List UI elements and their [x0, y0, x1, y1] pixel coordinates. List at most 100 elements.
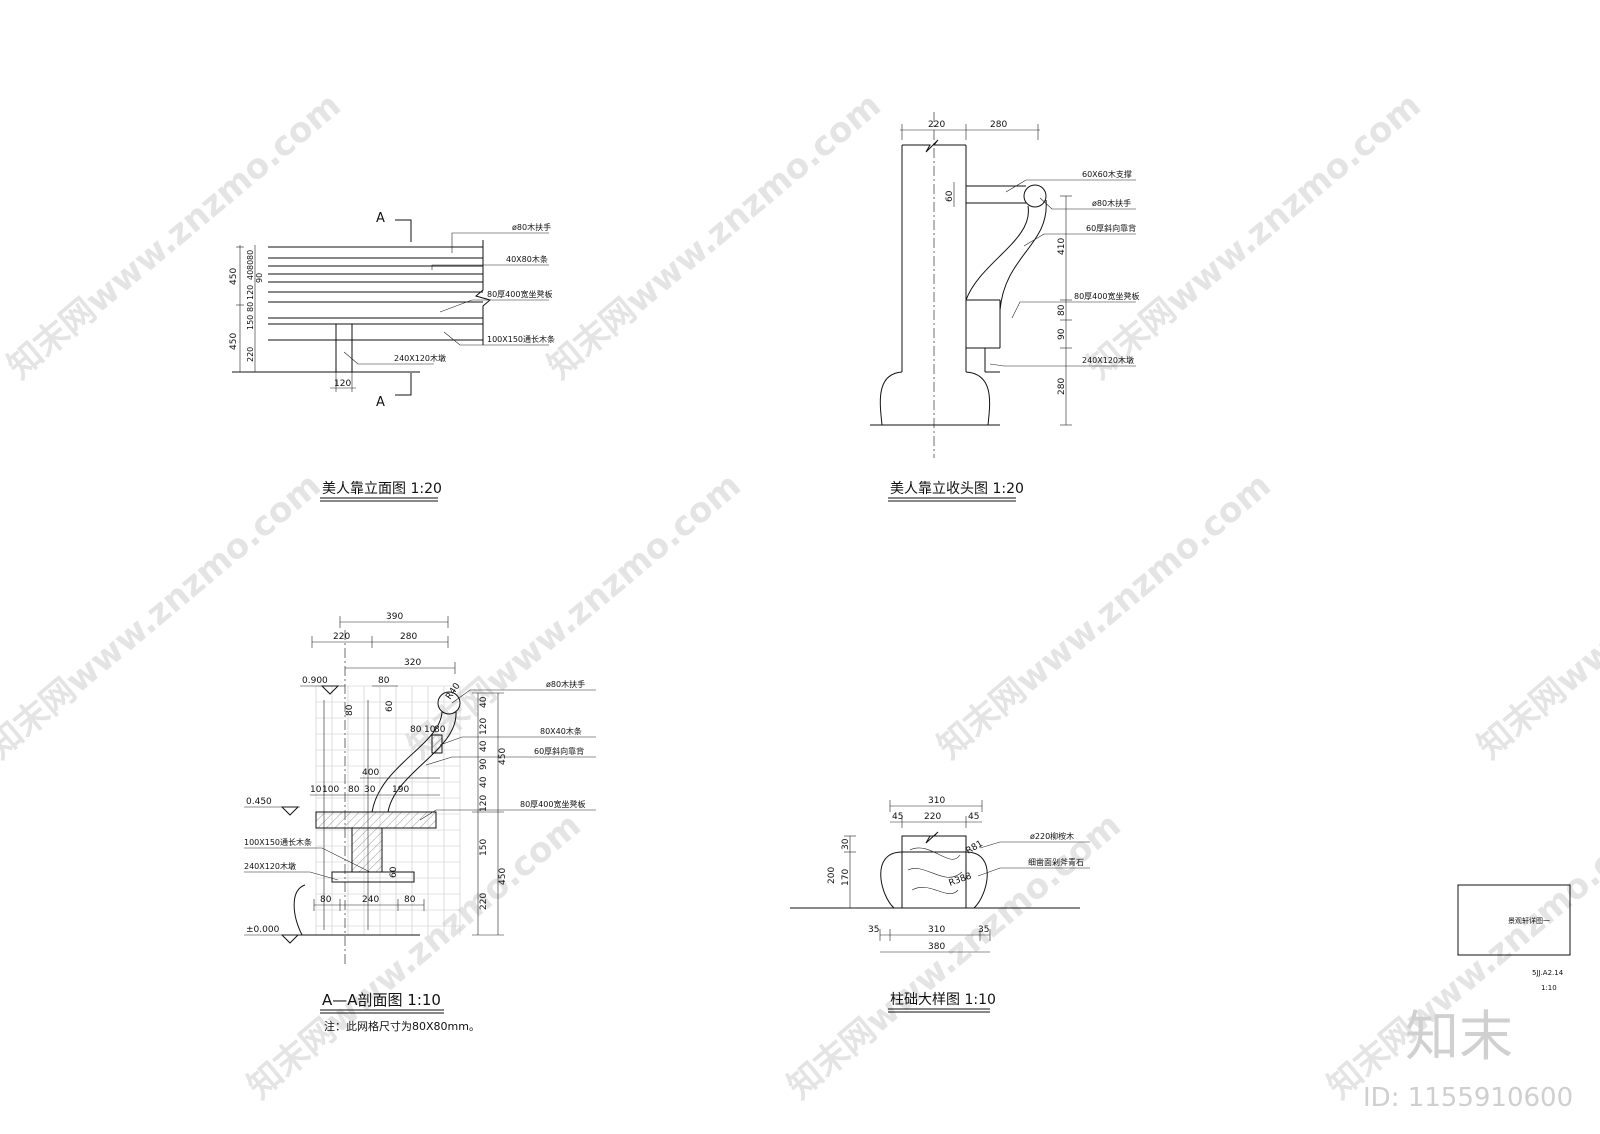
sec-label-backrest: 60厚斜向靠背: [534, 746, 584, 756]
brand-watermark: 知末 ID: 1155910600: [1363, 1005, 1573, 1113]
section-drawing: 390 220 280 320 80 80 60 80 10 80 400 10…: [244, 612, 596, 1033]
elev-dim-40: 40: [246, 270, 255, 280]
end-label-handrail: ø80木扶手: [1092, 198, 1131, 208]
end-dim-220: 220: [928, 120, 945, 130]
sec-dim-r40b: 40: [479, 740, 489, 752]
base-dim-45-left: 45: [892, 812, 903, 822]
sec-dim-400: 400: [362, 768, 379, 778]
sec-dim-450-upper: 450: [498, 748, 508, 765]
watermark-layer: 知末网www.znzmo.com 知末网www.znzmo.com 知末网www…: [0, 85, 1600, 1107]
base-radius-r388: R388: [948, 871, 974, 889]
base-dim-220: 220: [924, 812, 941, 822]
brand-logo: 知末: [1405, 1005, 1513, 1068]
base-dim-170: 170: [841, 869, 851, 886]
base-label-stone: 细凿面剁斧青石: [1028, 857, 1084, 867]
end-label-support: 60X60木支撑: [1082, 169, 1132, 179]
sec-dim-240: 240: [362, 895, 379, 905]
level-0900: 0.900: [302, 676, 328, 686]
sec-label-strip: 80X40木条: [540, 726, 582, 736]
sec-dim-450-lower: 450: [498, 868, 508, 885]
section-mark-top: A: [376, 211, 385, 226]
section-mark-bottom: A: [376, 395, 385, 410]
base-label-column: ø220柳桉木: [1030, 831, 1074, 841]
sec-dim-220: 220: [333, 632, 350, 642]
sec-dim-190: 190: [392, 785, 409, 795]
base-dim-310-bottom: 310: [928, 925, 945, 935]
end-dim-80: 80: [1057, 304, 1067, 316]
title-block-code: 5JJ.A2.14: [1532, 969, 1564, 977]
sec-dim-30: 30: [364, 785, 376, 795]
level-0450: 0.450: [246, 797, 272, 807]
elev-dim-80a: 80: [246, 250, 255, 260]
elev-dim-80c: 80: [246, 302, 255, 312]
watermark-text: 知末网www.znzmo.com: [780, 805, 1129, 1107]
sec-dim-80c: 80: [348, 785, 360, 795]
end-dim-280-right: 280: [1057, 378, 1067, 395]
sec-dim-80b: 80: [434, 725, 446, 735]
sec-dim-r120a: 120: [479, 718, 489, 735]
sec-dim-80-vert: 80: [345, 704, 355, 716]
sec-dim-60-vert: 60: [385, 700, 395, 712]
sec-dim-80-top: 80: [378, 676, 390, 686]
end-dim-90: 90: [1057, 328, 1067, 340]
elev-label-beam: 100X150通长木条: [487, 334, 555, 344]
title-block-scale: 1:10: [1541, 984, 1557, 992]
sec-dim-80-br: 80: [404, 895, 416, 905]
title-block-name: 景观轩详图一: [1508, 916, 1550, 925]
base-dim-200: 200: [827, 867, 837, 884]
elev-dim-450-upper: 450: [229, 268, 239, 285]
elev-dim-120-bottom: 120: [334, 379, 351, 389]
sec-dim-320: 320: [404, 658, 421, 668]
elev-dim-120: 120: [246, 285, 255, 300]
end-dim-410: 410: [1057, 238, 1067, 255]
section-title: A—A剖面图 1:10: [322, 991, 441, 1009]
sec-dim-10: 10: [424, 725, 436, 735]
base-detail-title: 柱础大样图 1:10: [890, 992, 996, 1008]
end-view-drawing: 220 280 60 410 80 90 280 60X60木支撑 ø80木扶手…: [870, 112, 1139, 502]
elevation-drawing: A A 450 450 80 80 40 90 120 80 150 220 1…: [229, 211, 555, 502]
watermark-text: 知末网www.znzmo.com: [240, 805, 589, 1107]
sec-dim-r40: 40: [479, 696, 489, 708]
sec-dim-80a: 80: [410, 725, 422, 735]
end-label-backrest: 60厚斜向靠背: [1086, 223, 1136, 233]
sec-dim-280: 280: [400, 632, 417, 642]
end-dim-60: 60: [945, 190, 955, 202]
watermark-text: 知末网www.znzmo.com: [0, 85, 349, 387]
sec-dim-r90: 90: [479, 758, 489, 770]
sec-label-post: 240X120木墩: [244, 861, 296, 871]
end-view-title: 美人靠立收头图 1:20: [890, 481, 1024, 497]
sec-label-handrail: ø80木扶手: [546, 679, 585, 689]
sec-dim-390: 390: [386, 612, 403, 622]
elev-label-seat: 80厚400宽坐凳板: [487, 289, 552, 299]
watermark-text: 知末网www.znzmo.com: [540, 85, 889, 387]
sec-dim-r220: 220: [479, 893, 489, 910]
elev-dim-90: 90: [255, 273, 264, 283]
watermark-text: 知末网www.znzmo.com: [930, 465, 1279, 767]
sec-dim-r40c: 40: [479, 776, 489, 788]
watermark-text: 知末网www.znzmo.com: [400, 465, 749, 767]
watermark-text: 知末网www.znzmo.com: [1080, 85, 1429, 387]
elev-label-handrail: ø80木扶手: [512, 222, 551, 232]
elev-label-post: 240X120木墩: [394, 353, 446, 363]
base-dim-30: 30: [841, 838, 851, 850]
base-dim-380: 380: [928, 942, 945, 952]
sec-dim-80-bl: 80: [320, 895, 332, 905]
end-label-seat: 80厚400宽坐凳板: [1074, 291, 1139, 301]
watermark-text: 知末网www.znzmo.com: [0, 465, 329, 767]
brand-id: ID: 1155910600: [1363, 1083, 1573, 1113]
title-block: 景观轩详图一 5JJ.A2.14 1:10: [1457, 884, 1571, 992]
sec-dim-60: 60: [389, 866, 399, 878]
elevation-title: 美人靠立面图 1:20: [322, 481, 442, 497]
elev-dim-220: 220: [246, 347, 255, 362]
section-note: 注：此网格尺寸为80X80mm。: [324, 1019, 480, 1033]
elev-dim-450-lower: 450: [229, 333, 239, 350]
base-dim-45-right: 45: [968, 812, 979, 822]
watermark-text: 知末网www.znzmo.com: [1470, 465, 1600, 767]
base-dim-310-top: 310: [928, 796, 945, 806]
elev-dim-80b: 80: [246, 260, 255, 270]
sec-dim-r120b: 120: [479, 795, 489, 812]
sec-dim-10b: 10: [310, 785, 322, 795]
sec-label-seat: 80厚400宽坐凳板: [520, 799, 585, 809]
end-dim-280: 280: [990, 120, 1007, 130]
